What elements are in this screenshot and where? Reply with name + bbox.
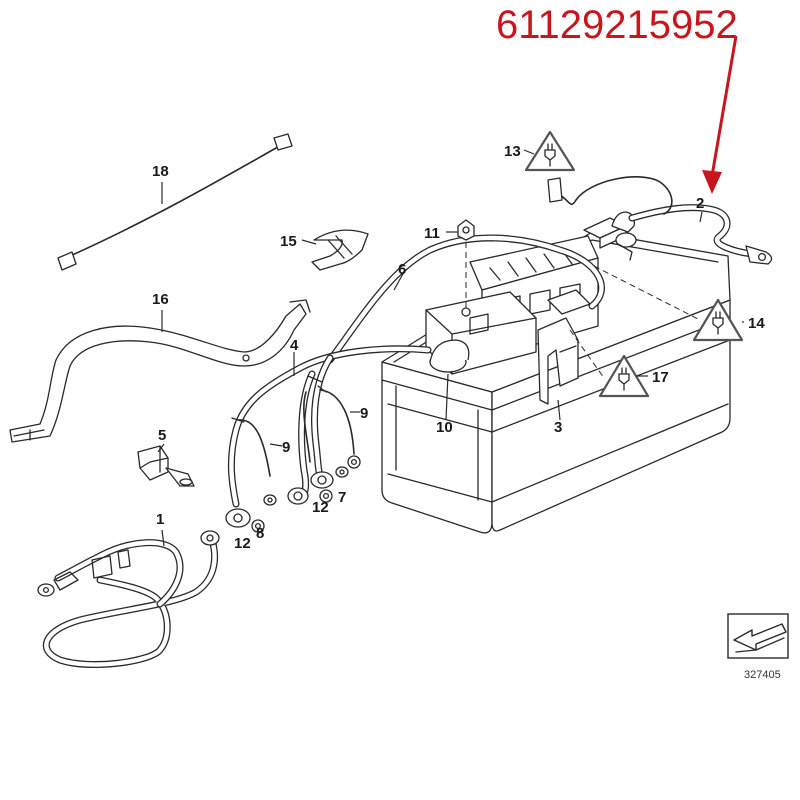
warning-triangle-plug-icon bbox=[692, 298, 744, 342]
callout-5: 5 bbox=[158, 427, 166, 444]
battery-cable-1 bbox=[37, 530, 220, 668]
callout-11: 11 bbox=[424, 225, 440, 242]
callout-10: 10 bbox=[436, 419, 453, 436]
reference-number: 327405 bbox=[744, 669, 781, 681]
callout-9-right: 9 bbox=[360, 405, 368, 422]
part-number-label: 61129215952 bbox=[496, 3, 738, 47]
callout-16: 16 bbox=[152, 291, 169, 308]
callout-14: 14 bbox=[748, 315, 765, 332]
part-number-annotation: 61129215952 bbox=[496, 3, 738, 194]
terminal-cap-10 bbox=[429, 339, 470, 373]
callout-17: 17 bbox=[652, 369, 669, 386]
callout-9-middle: 9 bbox=[282, 439, 290, 456]
callout-2: 2 bbox=[696, 195, 704, 212]
bracket-3 bbox=[537, 317, 579, 405]
cable-harness-4 bbox=[225, 345, 432, 528]
callout-15: 15 bbox=[280, 233, 297, 250]
cable-6 bbox=[326, 234, 605, 364]
callout-12-left: 12 bbox=[234, 535, 251, 552]
bracket-15 bbox=[311, 229, 369, 271]
callout-1: 1 bbox=[156, 511, 164, 528]
strap-16 bbox=[9, 299, 311, 443]
callout-3: 3 bbox=[554, 419, 562, 436]
sensor-lead-13 bbox=[547, 176, 673, 215]
wire-18 bbox=[57, 133, 293, 271]
callout-labels: 18 16 15 13 11 6 2 14 17 3 10 4 9 9 5 7 … bbox=[152, 143, 765, 552]
fasteners bbox=[251, 455, 361, 533]
battery bbox=[381, 231, 731, 534]
callout-4: 4 bbox=[290, 337, 299, 354]
callout-18: 18 bbox=[152, 163, 169, 180]
nut-11 bbox=[457, 219, 475, 312]
callout-8: 8 bbox=[256, 525, 264, 542]
leader-lines bbox=[157, 149, 744, 547]
callout-7: 7 bbox=[338, 489, 346, 506]
red-arrow-shaft bbox=[710, 35, 738, 177]
clip-5 bbox=[137, 445, 195, 487]
warning-triangle-plug-icon bbox=[524, 130, 576, 172]
red-arrow-head-icon bbox=[702, 170, 722, 194]
callout-13: 13 bbox=[504, 143, 521, 160]
view-direction-arrow-icon bbox=[727, 613, 789, 659]
callout-6: 6 bbox=[398, 261, 406, 278]
callout-12-right: 12 bbox=[312, 499, 329, 516]
positive-cable-2 bbox=[583, 204, 773, 265]
